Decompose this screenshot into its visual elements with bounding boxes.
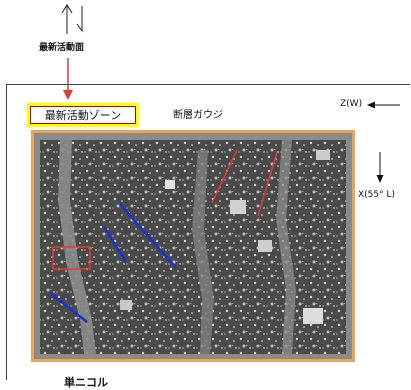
clast xyxy=(120,300,132,310)
clast xyxy=(303,308,323,324)
z-axis-arrow xyxy=(367,101,400,109)
clast xyxy=(316,150,330,160)
top-arrows xyxy=(61,4,83,34)
figure-frame xyxy=(6,84,410,380)
x-axis-label: X(55° L) xyxy=(358,190,396,200)
gouge-band-right xyxy=(276,140,296,354)
clast xyxy=(230,200,246,214)
red-line xyxy=(211,149,238,204)
red-highlight-box xyxy=(52,246,91,270)
gouge-band-left xyxy=(58,140,96,354)
clast xyxy=(165,180,175,189)
x-axis-arrow xyxy=(376,152,384,183)
clast xyxy=(258,240,272,252)
single-nicol-label: 単ニコル xyxy=(62,374,110,390)
blue-line xyxy=(49,292,88,323)
thin-section-image xyxy=(31,130,355,362)
z-axis-label: Z(W) xyxy=(340,99,363,109)
up-arrow-head xyxy=(61,4,73,14)
blue-line xyxy=(119,203,177,269)
latest-active-zone-label: 最新活動ゾーン xyxy=(30,106,136,124)
down-arrow-head xyxy=(76,23,83,33)
latest-active-surface-label: 最新活動面 xyxy=(39,43,85,53)
pointer-arrow xyxy=(63,58,73,100)
fault-gouge-label: 断層ガウジ xyxy=(173,110,223,121)
red-line xyxy=(257,151,278,217)
gouge-band-center xyxy=(192,150,214,354)
latest-active-zone-highlight: 最新活動ゾーン xyxy=(27,103,139,127)
blue-line xyxy=(102,226,128,263)
